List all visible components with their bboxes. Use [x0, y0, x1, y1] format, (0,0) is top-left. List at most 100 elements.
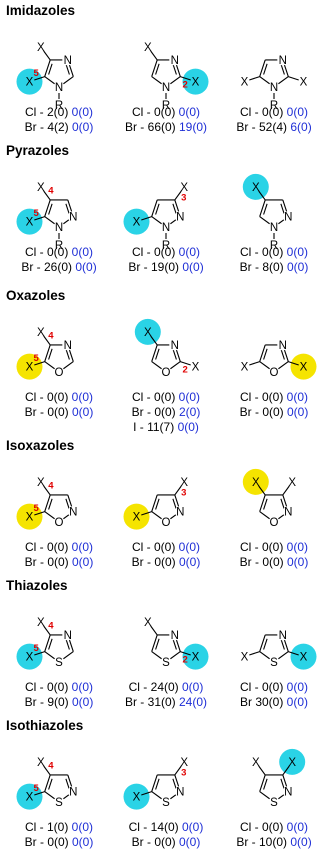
atom-mask	[169, 629, 181, 641]
double-bond	[48, 778, 53, 790]
substituent-label: X	[37, 182, 45, 194]
count-line: Cl - 0(0) 0(0)	[112, 390, 220, 404]
substituent-label: X	[241, 652, 249, 664]
total-count: 0(0)	[261, 820, 287, 834]
position-number: 5	[34, 208, 40, 219]
count-line: Cl - 0(0) 0(0)	[220, 540, 328, 554]
count-line: Br - 0(0) 0(0)	[220, 405, 328, 419]
ring-bond	[44, 774, 51, 792]
halogen-label: Br -	[124, 695, 148, 709]
substituent-bond	[288, 651, 299, 656]
double-bond	[155, 348, 160, 360]
blue-count: 0(0)	[178, 105, 201, 119]
count-line: Br - 19(0) 0(0)	[112, 260, 220, 274]
substituent-label: X	[192, 652, 200, 664]
substituent-bond	[34, 216, 45, 221]
position-number: 3	[181, 488, 186, 499]
blue-count: 2(0)	[179, 405, 201, 419]
halogen-label: Br -	[239, 260, 263, 274]
halogen-label: Br -	[131, 835, 155, 849]
substituent-bond	[141, 216, 152, 221]
atom-label: N	[284, 212, 292, 224]
halogen-label: Cl -	[128, 820, 151, 834]
atom-label: N	[69, 212, 77, 224]
atom-label: O	[162, 517, 171, 529]
atom-mask	[53, 656, 65, 668]
blue-count: 0(0)	[286, 540, 309, 554]
double-bond	[48, 638, 53, 650]
total-count: 19(0)	[150, 260, 183, 274]
halogen-label: Cl -	[239, 245, 262, 259]
halogen-label: Br -	[131, 555, 155, 569]
position-number: 4	[48, 331, 54, 342]
halogen-label: Cl -	[239, 680, 262, 694]
blue-count: 0(0)	[177, 420, 199, 434]
total-count: 0(0)	[46, 540, 72, 554]
halogen-label: Br -	[239, 555, 263, 569]
total-count: 0(0)	[261, 390, 287, 404]
blue-count: 0(0)	[71, 820, 94, 834]
substituent-bond	[43, 485, 51, 496]
atom-label: S	[270, 797, 278, 809]
position-number: 5	[34, 643, 40, 654]
halogen-label: Br -	[236, 835, 259, 849]
atom-mask	[277, 629, 289, 641]
halogen-label: Cl -	[24, 820, 47, 834]
atom-label: S	[55, 657, 63, 669]
highlight-circle	[123, 503, 150, 530]
blue-count: 6(0)	[290, 120, 312, 134]
count-line: Br - 9(0) 0(0)	[5, 695, 113, 709]
highlight-circle	[16, 208, 43, 235]
double-bond	[155, 203, 160, 215]
count-line: Cl - 0(0) 0(0)	[112, 245, 220, 259]
substituent-label: X	[300, 362, 308, 374]
atom-mask	[53, 516, 65, 528]
section-title: Oxazoles	[6, 288, 66, 303]
atom-mask	[169, 339, 181, 351]
blue-count: 0(0)	[182, 260, 204, 274]
atom-mask	[160, 516, 172, 528]
highlight-circle	[290, 353, 317, 380]
total-count: 0(0)	[46, 245, 72, 259]
halogen-label: Br -	[21, 260, 44, 274]
blue-count: 0(0)	[71, 105, 94, 119]
atom-label: N	[64, 55, 72, 67]
total-count: 0(0)	[261, 680, 287, 694]
ring-bond	[259, 634, 266, 652]
substituent-bond	[180, 361, 191, 366]
ring-bond	[151, 199, 158, 217]
total-count: 0(0)	[261, 105, 287, 119]
blue-count: 0(0)	[290, 835, 312, 849]
position-number: 5	[34, 503, 40, 514]
section-title: Thiazoles	[6, 578, 68, 593]
blue-count: 0(0)	[72, 120, 94, 134]
ring-bond	[151, 494, 158, 512]
substituent-bond	[258, 485, 266, 496]
atom-mask	[160, 81, 172, 93]
n-substituent-label: R	[162, 100, 170, 112]
count-line: Br - 66(0) 19(0)	[112, 120, 220, 134]
double-bond	[172, 638, 177, 650]
ring-bond	[259, 494, 266, 512]
halogen-label: Cl -	[128, 680, 151, 694]
atom-label: N	[279, 340, 287, 352]
substituent-label: X	[180, 182, 188, 194]
double-bond	[65, 203, 70, 215]
atom-label: N	[176, 787, 184, 799]
atom-label: N	[279, 630, 287, 642]
ring-bond	[151, 634, 158, 652]
total-count: 0(0)	[153, 245, 179, 259]
count-line: Cl - 1(0) 0(0)	[5, 820, 113, 834]
highlight-circle	[290, 643, 317, 670]
ring-bond	[259, 59, 266, 77]
ring-bond	[44, 59, 51, 77]
atom-mask	[62, 54, 74, 66]
total-count: 14(0)	[150, 820, 182, 834]
